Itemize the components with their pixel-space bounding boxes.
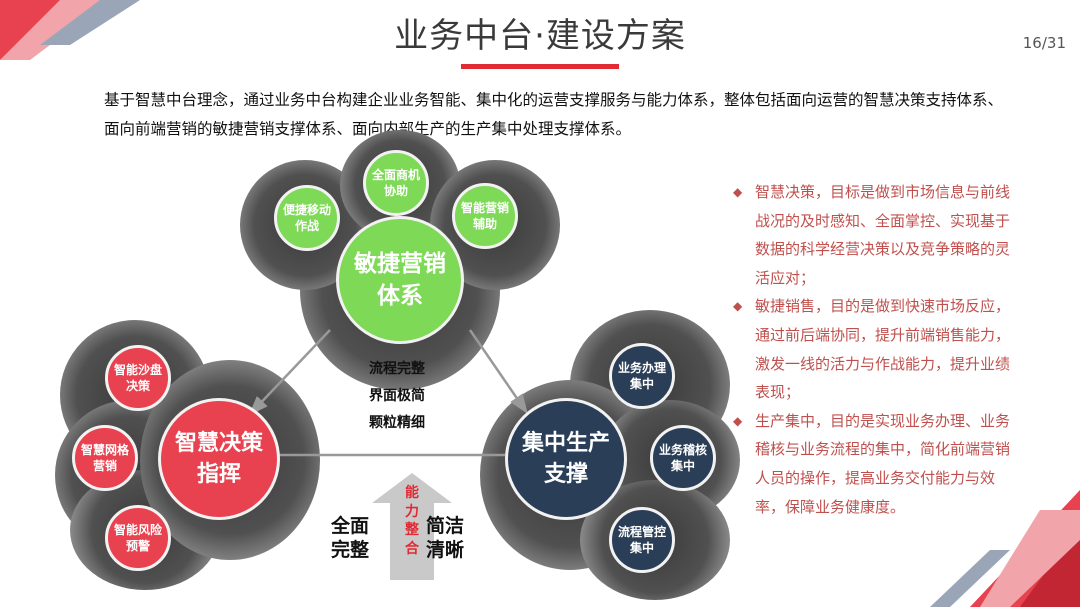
- sub-circle-mobile: 便捷移动作战: [274, 185, 340, 251]
- sub-circle-business-handling: 业务办理集中: [609, 343, 675, 409]
- diamond-icon: ◆: [733, 413, 743, 428]
- bullet-item: ◆ 生产集中，目的是实现业务办理、业务稽核与业务流程的集中，简化前端营销人员的操…: [733, 407, 1018, 521]
- bullet-item: ◆ 智慧决策，目标是做到市场信息与前线战况的及时感知、全面掌控、实现基于数据的科…: [733, 178, 1018, 292]
- sub-circle-process-control: 流程管控集中: [609, 507, 675, 573]
- center-line-2: 界面极简: [369, 388, 425, 404]
- bullet-list: ◆ 智慧决策，目标是做到市场信息与前线战况的及时感知、全面掌控、实现基于数据的科…: [733, 178, 1018, 521]
- sub-circle-opportunity: 全面商机协助: [363, 150, 429, 216]
- page-number: 16/31: [1022, 34, 1066, 52]
- bottom-right-decoration: [930, 490, 1080, 607]
- title-underline: [461, 64, 619, 69]
- bullet-item: ◆ 敏捷销售，目的是做到快速市场反应，通过前后端协同，提升前端销售能力，激发一线…: [733, 292, 1018, 406]
- center-line-1: 流程完整: [369, 361, 425, 377]
- page-title: 业务中台·建设方案: [394, 16, 686, 56]
- center-line-3: 颗粒精细: [369, 415, 425, 431]
- intro-paragraph: 基于智慧中台理念，通过业务中台构建企业业务智能、集中化的运营支撑服务与能力体系，…: [104, 91, 1004, 138]
- main-circle-central-production: 集中生产支撑: [505, 398, 627, 520]
- bottom-left-text: 全面完整: [330, 515, 369, 561]
- diamond-icon: ◆: [733, 185, 743, 199]
- sub-circle-grid-marketing: 智慧网格营销: [72, 425, 138, 491]
- sub-circle-audit: 业务稽核集中: [650, 425, 716, 491]
- top-left-decoration: [0, 0, 140, 60]
- sub-circle-sandbox: 智能沙盘决策: [105, 345, 171, 411]
- sub-circle-risk-warning: 智能风险预警: [105, 505, 171, 571]
- main-circle-smart-decision: 智慧决策指挥: [158, 398, 280, 520]
- main-circle-agile-marketing: 敏捷营销体系: [336, 216, 464, 344]
- arrow-label: 能力整合: [405, 485, 419, 557]
- diamond-icon: ◆: [733, 299, 743, 314]
- sub-circle-marketing-assist: 智能营销辅助: [452, 183, 518, 249]
- bottom-right-text: 简洁清晰: [425, 515, 464, 561]
